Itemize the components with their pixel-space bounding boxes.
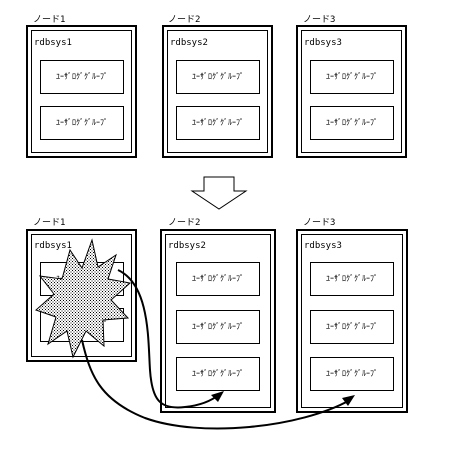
node-label: ノード2 <box>168 218 201 228</box>
user-log-group: ﾕｰｻﾞﾛｸﾞｸﾞﾙｰﾌﾟ <box>176 357 260 391</box>
explosion-icon <box>35 238 132 359</box>
user-log-group: ﾕｰｻﾞﾛｸﾞｸﾞﾙｰﾌﾟ <box>176 106 260 140</box>
rdbsys-label: rdbsys3 <box>304 241 342 251</box>
user-log-group: ﾕｰｻﾞﾛｸﾞｸﾞﾙｰﾌﾟ <box>310 310 394 344</box>
user-log-group: ﾕｰｻﾞﾛｸﾞｸﾞﾙｰﾌﾟ <box>176 262 260 296</box>
curved-arrow-icon <box>117 269 221 409</box>
arrowhead-icon <box>342 395 355 406</box>
rdbsys-label: rdbsys2 <box>170 38 208 48</box>
node-label: ノード3 <box>303 218 336 228</box>
rdbsys-label: rdbsys1 <box>34 38 72 48</box>
user-log-group: ﾕｰｻﾞﾛｸﾞｸﾞﾙｰﾌﾟ <box>310 262 394 296</box>
user-log-group: ﾕｰｻﾞﾛｸﾞｸﾞﾙｰﾌﾟ <box>40 106 124 140</box>
node-label: ノード3 <box>303 15 336 25</box>
rdbsys-label: rdbsys2 <box>168 241 206 251</box>
user-log-group: ﾕｰｻﾞﾛｸﾞｸﾞﾙｰﾌﾟ <box>176 310 260 344</box>
user-log-group: ﾕｰｻﾞﾛｸﾞｸﾞﾙｰﾌﾟ <box>176 60 260 94</box>
rdbsys-label: rdbsys3 <box>304 38 342 48</box>
user-log-group: ﾕｰｻﾞﾛｸﾞｸﾞﾙｰﾌﾟ <box>40 60 124 94</box>
curved-arrow-icon <box>81 339 351 430</box>
down-arrow-icon <box>190 176 248 210</box>
node-label: ノード1 <box>33 15 66 25</box>
node-label: ノード2 <box>168 15 201 25</box>
user-log-group: ﾕｰｻﾞﾛｸﾞｸﾞﾙｰﾌﾟ <box>310 106 394 140</box>
node-label: ノード1 <box>33 218 66 228</box>
arrowhead-icon <box>211 391 224 402</box>
user-log-group: ﾕｰｻﾞﾛｸﾞｸﾞﾙｰﾌﾟ <box>310 357 394 391</box>
user-log-group: ﾕｰｻﾞﾛｸﾞｸﾞﾙｰﾌﾟ <box>310 60 394 94</box>
rdbsys-label: rdbsys1 <box>34 241 72 251</box>
